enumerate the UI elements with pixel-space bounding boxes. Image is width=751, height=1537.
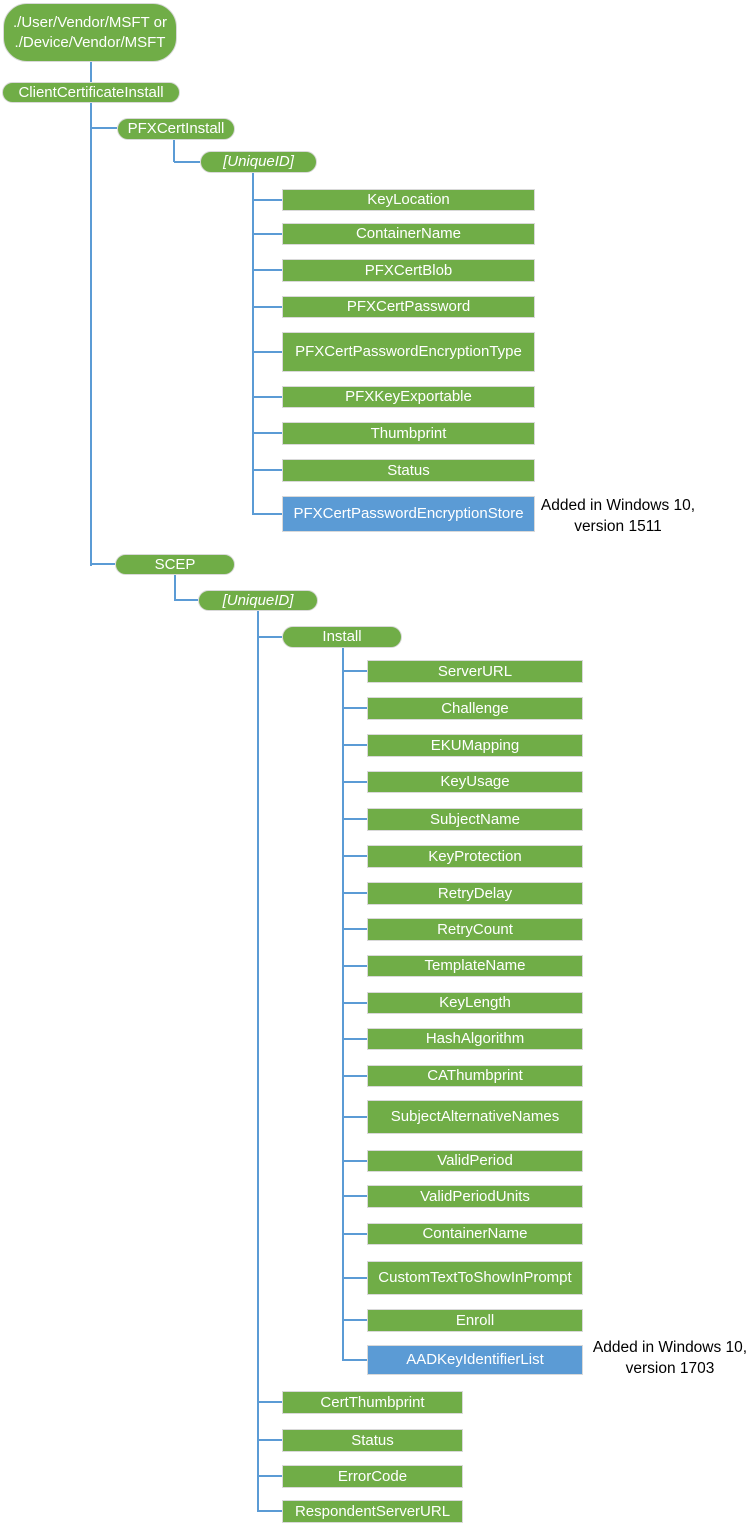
tree-node-key-location: KeyLocation <box>282 189 535 211</box>
connector-vertical <box>174 575 176 601</box>
connector-horizontal <box>343 855 367 857</box>
connector-vertical <box>90 103 92 566</box>
tree-node-template-name: TemplateName <box>367 955 583 977</box>
tree-node-retry-count: RetryCount <box>367 918 583 941</box>
tree-node-enroll: Enroll <box>367 1309 583 1332</box>
connector-horizontal <box>253 306 282 308</box>
tree-node-scep-container-name: ContainerName <box>367 1223 583 1245</box>
connector-horizontal <box>343 1038 367 1040</box>
tree-node-pfx-thumbprint: Thumbprint <box>282 422 535 445</box>
tree-node-pfx-container-name: ContainerName <box>282 223 535 245</box>
connector-horizontal <box>253 432 282 434</box>
connector-horizontal <box>253 199 282 201</box>
tree-node-client-certificate-install: ClientCertificateInstall <box>2 82 180 103</box>
tree-node-scep-status: Status <box>282 1429 463 1452</box>
connector-horizontal <box>258 1475 282 1477</box>
annotation-windows-10-version-1703: Added in Windows 10, version 1703 <box>592 1339 748 1377</box>
connector-horizontal <box>253 396 282 398</box>
tree-node-subject-alternative-names: SubjectAlternativeNames <box>367 1100 583 1134</box>
connector-horizontal <box>258 636 282 638</box>
tree-node-aad-key-identifier-list: AADKeyIdentifierList <box>367 1345 583 1375</box>
connector-horizontal <box>343 1195 367 1197</box>
tree-node-key-protection: KeyProtection <box>367 845 583 868</box>
tree-node-retry-delay: RetryDelay <box>367 882 583 905</box>
tree-node-server-url: ServerURL <box>367 660 583 683</box>
tree-node-error-code: ErrorCode <box>282 1465 463 1488</box>
connector-horizontal <box>343 892 367 894</box>
connector-horizontal <box>343 1116 367 1118</box>
connector-vertical <box>90 62 92 82</box>
connector-horizontal <box>253 469 282 471</box>
connector-horizontal <box>343 1319 367 1321</box>
tree-node-pfx-cert-password-encryption-store: PFXCertPasswordEncryptionStore <box>282 496 535 532</box>
connector-horizontal <box>343 965 367 967</box>
connector-vertical <box>257 611 259 1512</box>
tree-node-key-length: KeyLength <box>367 992 583 1014</box>
connector-horizontal <box>343 781 367 783</box>
connector-horizontal <box>258 1401 282 1403</box>
connector-horizontal <box>253 513 282 515</box>
connector-vertical <box>342 648 344 1361</box>
tree-node-cert-thumbprint: CertThumbprint <box>282 1391 463 1414</box>
tree-node-pfx-status: Status <box>282 459 535 482</box>
connector-horizontal <box>343 1277 367 1279</box>
connector-horizontal <box>343 928 367 930</box>
tree-node-pfx-cert-password: PFXCertPassword <box>282 296 535 318</box>
tree-node-ca-thumbprint: CAThumbprint <box>367 1065 583 1087</box>
tree-node-pfx-key-exportable: PFXKeyExportable <box>282 386 535 408</box>
tree-node-custom-text-to-show-in-prompt: CustomTextToShowInPrompt <box>367 1261 583 1295</box>
tree-node-respondent-server-url: RespondentServerURL <box>282 1500 463 1523</box>
connector-horizontal <box>343 1160 367 1162</box>
connector-horizontal <box>91 563 115 565</box>
connector-horizontal <box>258 1510 282 1512</box>
connector-horizontal <box>343 1233 367 1235</box>
connector-horizontal <box>253 351 282 353</box>
tree-node-hash-algorithm: HashAlgorithm <box>367 1028 583 1050</box>
tree-node-eku-mapping: EKUMapping <box>367 734 583 757</box>
connector-horizontal <box>91 127 117 129</box>
connector-horizontal <box>343 707 367 709</box>
tree-node-subject-name: SubjectName <box>367 808 583 831</box>
tree-node-pfx-uniqueid: [UniqueID] <box>200 151 317 173</box>
tree-node-root: ./User/Vendor/MSFT or ./Device/Vendor/MS… <box>3 3 177 62</box>
tree-node-pfx-cert-password-encryption-type: PFXCertPasswordEncryptionType <box>282 332 535 372</box>
tree-node-key-usage: KeyUsage <box>367 771 583 793</box>
tree-node-scep-uniqueid: [UniqueID] <box>198 590 318 611</box>
connector-horizontal <box>343 818 367 820</box>
connector-horizontal <box>343 744 367 746</box>
tree-node-pfx-cert-install: PFXCertInstall <box>117 118 235 140</box>
connector-horizontal <box>174 161 200 163</box>
connector-vertical <box>252 173 254 515</box>
tree-node-valid-period-units: ValidPeriodUnits <box>367 1185 583 1208</box>
connector-horizontal <box>253 269 282 271</box>
connector-horizontal <box>343 1075 367 1077</box>
tree-node-install: Install <box>282 626 402 648</box>
connector-horizontal <box>253 233 282 235</box>
connector-horizontal <box>343 670 367 672</box>
connector-horizontal <box>343 1359 367 1361</box>
connector-horizontal <box>175 599 198 601</box>
connector-horizontal <box>258 1439 282 1441</box>
connector-vertical <box>173 140 175 162</box>
tree-node-scep: SCEP <box>115 554 235 575</box>
tree-node-challenge: Challenge <box>367 697 583 720</box>
tree-node-pfx-cert-blob: PFXCertBlob <box>282 259 535 282</box>
annotation-windows-10-version-1511: Added in Windows 10, version 1511 <box>540 497 696 535</box>
connector-horizontal <box>343 1002 367 1004</box>
tree-node-valid-period: ValidPeriod <box>367 1150 583 1172</box>
